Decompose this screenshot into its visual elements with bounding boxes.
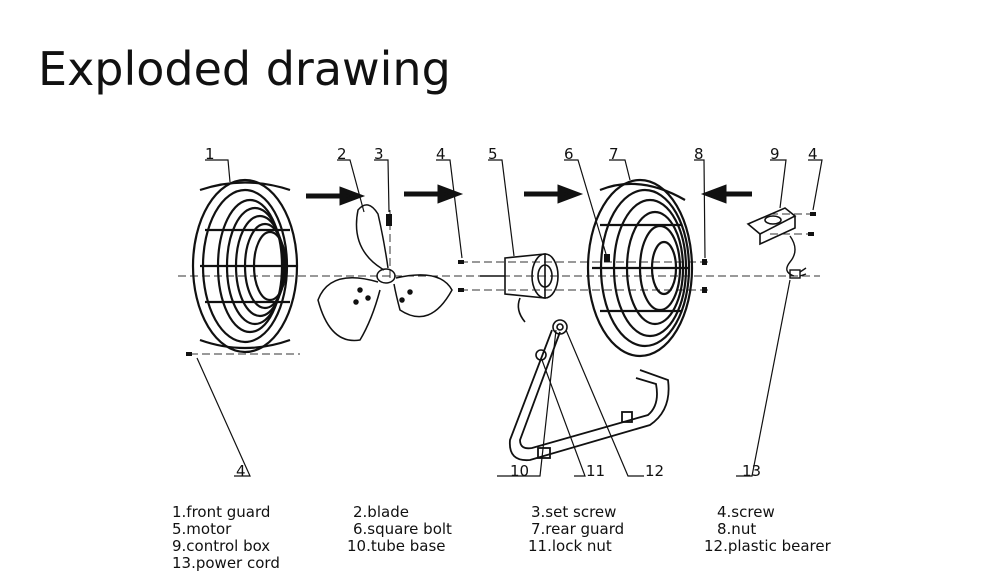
legend-item: 5.motor bbox=[172, 520, 232, 538]
legend-item: 12.plastic bearer bbox=[704, 537, 831, 555]
nuts-drawing bbox=[702, 259, 707, 293]
callout-screw-right: 4 bbox=[808, 145, 818, 163]
legend-item: 7.rear guard bbox=[531, 520, 625, 538]
leader-lines bbox=[196, 159, 823, 477]
legend-item: 6.square bolt bbox=[353, 520, 452, 538]
callout-power-cord: 13 bbox=[742, 462, 762, 480]
callout-plastic-bearer: 12 bbox=[645, 462, 665, 480]
callout-motor: 5 bbox=[488, 145, 498, 163]
callout-set-screw: 3 bbox=[374, 145, 384, 163]
callout-front-guard: 1 bbox=[205, 145, 215, 163]
motor-drawing bbox=[480, 253, 559, 323]
center-axis-lines bbox=[178, 210, 820, 355]
callout-rear-guard: 7 bbox=[609, 145, 619, 163]
assembly-direction-arrows bbox=[306, 184, 752, 206]
legend-item: 10.tube base bbox=[347, 537, 446, 555]
page-title: Exploded drawing bbox=[38, 42, 451, 96]
callout-square-bolt: 6 bbox=[564, 145, 574, 163]
lock-nut-drawing bbox=[535, 349, 547, 361]
blade-drawing bbox=[317, 204, 453, 342]
callout-screw-bottom: 4 bbox=[236, 462, 246, 480]
legend-item: 3.set screw bbox=[531, 503, 617, 521]
control-box-drawing bbox=[746, 207, 797, 246]
legend-item: 13.power cord bbox=[172, 554, 280, 572]
plastic-bearer-drawing bbox=[552, 319, 568, 335]
callout-tube-base: 10 bbox=[510, 462, 530, 480]
screws-drawing bbox=[186, 212, 816, 356]
callout-control-box: 9 bbox=[770, 145, 780, 163]
legend-item: 11.lock nut bbox=[528, 537, 612, 555]
tube-base-drawing bbox=[508, 329, 670, 462]
callout-nut: 8 bbox=[694, 145, 704, 163]
legend-item: 8.nut bbox=[717, 520, 757, 538]
rear-guard-drawing bbox=[586, 178, 694, 358]
callout-blade: 2 bbox=[337, 145, 347, 163]
legend-item: 9.control box bbox=[172, 537, 271, 555]
legend-item: 1.front guard bbox=[172, 503, 271, 521]
legend-item: 4.screw bbox=[717, 503, 775, 521]
front-guard-drawing bbox=[191, 178, 299, 354]
callout-screw-top: 4 bbox=[436, 145, 446, 163]
callout-lock-nut: 11 bbox=[586, 462, 606, 480]
square-bolt-drawing bbox=[604, 254, 610, 262]
legend-item: 2.blade bbox=[353, 503, 409, 521]
power-cord-drawing bbox=[786, 235, 807, 279]
set-screw-drawing bbox=[386, 214, 392, 226]
